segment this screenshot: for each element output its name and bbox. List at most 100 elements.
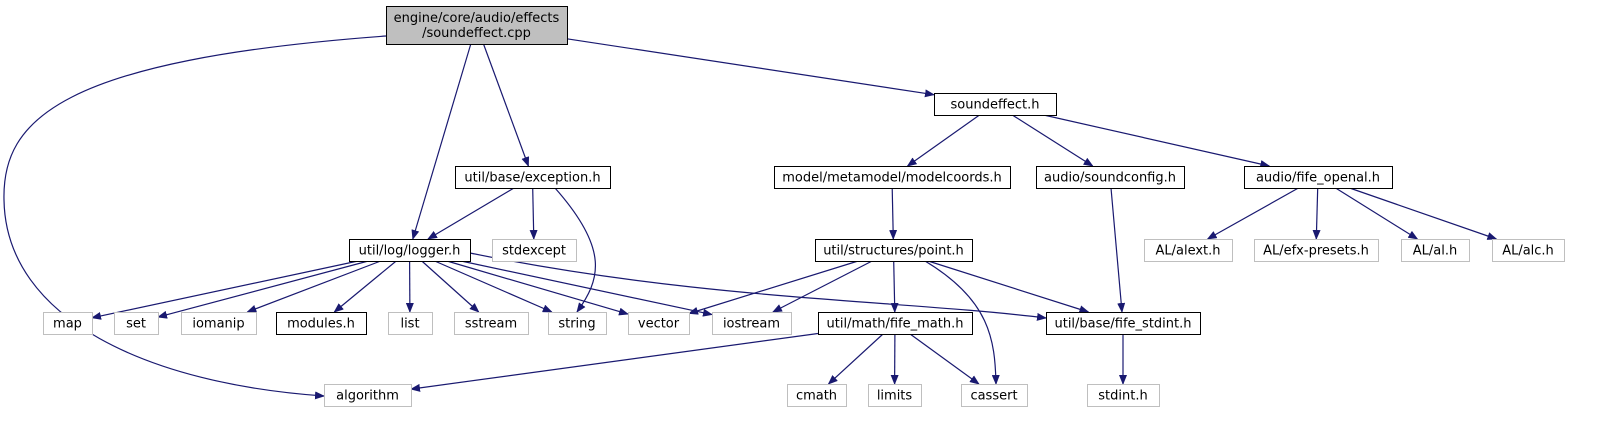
node-label-map: map — [53, 317, 82, 332]
edge-root-to-exception_h — [482, 43, 530, 167]
edge-point_h-to-vector — [688, 260, 859, 315]
node-label-stdint_h: stdint.h — [1098, 389, 1147, 404]
edge-root-to-soundeffect_h — [566, 38, 935, 98]
node-box-modules_h — [276, 312, 367, 335]
node-point_h[interactable]: util/structures/point.h — [815, 239, 973, 262]
node-label-exception_h: util/base/exception.h — [464, 171, 600, 186]
node-cassert: cassert — [961, 384, 1028, 407]
node-box-fife_math_h — [818, 312, 973, 335]
edge-fife_math_h-to-cassert — [909, 333, 980, 385]
node-soundconfig_h[interactable]: audio/soundconfig.h — [1036, 166, 1185, 189]
node-label-string: string — [558, 317, 595, 332]
node-box-point_h — [815, 239, 973, 262]
node-box-modelcoords_h — [774, 166, 1011, 189]
edge-fife_openal_h-to-alext_h — [1206, 187, 1299, 240]
node-box-logger_h — [349, 239, 471, 262]
node-box-stdexcept — [492, 239, 577, 262]
edge-logger_h-to-vector — [446, 260, 629, 316]
node-label-root-line-1: /soundeffect.cpp — [422, 26, 531, 41]
node-cmath: cmath — [787, 384, 847, 407]
edge-fife_openal_h-to-alc_h — [1349, 187, 1498, 240]
node-modules_h[interactable]: modules.h — [276, 312, 367, 335]
node-list: list — [388, 312, 433, 335]
edge-modelcoords_h-to-point_h — [889, 187, 898, 240]
edge-logger_h-to-modules_h — [333, 260, 397, 313]
node-modelcoords_h[interactable]: model/metamodel/modelcoords.h — [774, 166, 1011, 189]
edge-soundeffect_h-to-soundconfig_h — [1011, 114, 1094, 167]
node-box-list — [388, 312, 433, 335]
node-label-set: set — [126, 317, 146, 332]
edge-logger_h-to-iostream — [460, 260, 713, 317]
node-label-fife_stdint_h: util/base/fife_stdint.h — [1054, 317, 1191, 332]
edge-logger_h-to-sstream — [421, 260, 480, 313]
node-label-fife_openal_h: audio/fife_openal.h — [1256, 171, 1380, 186]
node-box-cassert — [961, 384, 1028, 407]
edge-logger_h-to-string — [434, 260, 553, 313]
edges-layer — [3, 35, 1498, 400]
node-label-cassert: cassert — [970, 389, 1017, 404]
node-label-fife_math_h: util/math/fife_math.h — [827, 317, 964, 332]
node-alc_h: AL/alc.h — [1492, 239, 1565, 262]
node-exception_h[interactable]: util/base/exception.h — [455, 166, 611, 189]
edge-soundeffect_h-to-fife_openal_h — [1043, 114, 1271, 168]
edge-root-to-logger_h — [411, 43, 472, 240]
edge-point_h-to-fife_math_h — [890, 260, 899, 313]
edge-logger_h-to-fife_stdint_h — [469, 252, 1047, 321]
node-sstream: sstream — [454, 312, 529, 335]
node-label-vector: vector — [638, 317, 680, 332]
node-alext_h: AL/alext.h — [1144, 239, 1233, 262]
edge-fife_openal_h-to-al_h — [1335, 187, 1419, 240]
node-box-fife_stdint_h — [1046, 312, 1201, 335]
node-set: set — [114, 312, 159, 335]
node-fife_openal_h[interactable]: audio/fife_openal.h — [1244, 166, 1393, 189]
node-box-root — [386, 6, 568, 45]
node-algorithm: algorithm — [324, 384, 412, 407]
node-label-list: list — [400, 317, 419, 332]
edge-root-to-algorithm — [3, 35, 387, 400]
node-fife_math_h[interactable]: util/math/fife_math.h — [818, 312, 973, 335]
edge-fife_openal_h-to-efx_presets_h — [1312, 187, 1321, 240]
node-label-sstream: sstream — [465, 317, 517, 332]
edge-point_h-to-iostream — [772, 260, 873, 313]
node-label-cmath: cmath — [796, 389, 837, 404]
node-string: string — [548, 312, 607, 335]
node-box-efx_presets_h — [1254, 239, 1379, 262]
node-box-cmath — [787, 384, 847, 407]
node-label-modules_h: modules.h — [287, 317, 355, 332]
node-root[interactable]: engine/core/audio/effects/soundeffect.cp… — [386, 6, 568, 45]
node-iostream: iostream — [712, 312, 792, 335]
node-box-fife_openal_h — [1244, 166, 1393, 189]
node-box-soundconfig_h — [1036, 166, 1185, 189]
node-al_h: AL/al.h — [1401, 239, 1470, 262]
node-label-limits: limits — [877, 389, 913, 404]
node-soundeffect_h[interactable]: soundeffect.h — [934, 93, 1057, 116]
node-label-iostream: iostream — [723, 317, 780, 332]
node-label-root-line-0: engine/core/audio/effects — [394, 11, 560, 26]
node-label-logger_h: util/log/logger.h — [359, 244, 461, 259]
node-fife_stdint_h[interactable]: util/base/fife_stdint.h — [1046, 312, 1201, 335]
node-efx_presets_h: AL/efx-presets.h — [1254, 239, 1379, 262]
edge-point_h-to-fife_stdint_h — [927, 260, 1090, 314]
node-box-soundeffect_h — [934, 93, 1057, 116]
edge-logger_h-to-map — [91, 260, 359, 320]
node-label-al_h: AL/al.h — [1413, 244, 1457, 259]
edge-logger_h-to-set — [157, 260, 369, 319]
edge-point_h-to-cassert — [924, 260, 1000, 385]
node-box-alc_h — [1492, 239, 1565, 262]
node-map: map — [43, 312, 93, 335]
edge-fife_math_h-to-cmath — [827, 333, 884, 385]
node-label-efx_presets_h: AL/efx-presets.h — [1263, 244, 1369, 259]
node-logger_h[interactable]: util/log/logger.h — [349, 239, 471, 262]
node-label-alext_h: AL/alext.h — [1155, 244, 1220, 259]
edge-soundeffect_h-to-modelcoords_h — [906, 114, 980, 167]
node-box-vector — [628, 312, 690, 335]
edge-exception_h-to-logger_h — [427, 187, 515, 240]
node-box-map — [43, 312, 93, 335]
node-limits: limits — [868, 384, 922, 407]
node-box-iomanip — [181, 312, 257, 335]
node-box-string — [548, 312, 607, 335]
node-box-iostream — [712, 312, 792, 335]
node-label-soundconfig_h: audio/soundconfig.h — [1044, 171, 1176, 186]
node-box-stdint_h — [1087, 384, 1160, 407]
